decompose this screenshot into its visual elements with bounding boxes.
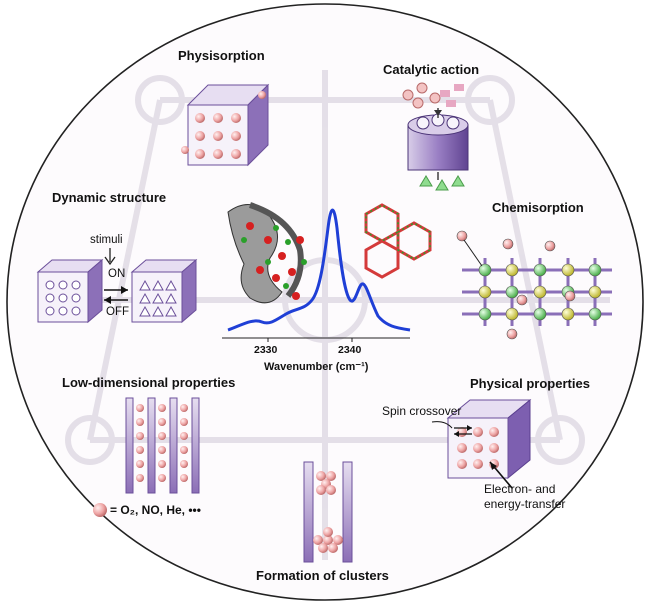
molecule-illustration: [227, 202, 432, 304]
physical-properties-cube-icon: [431, 398, 532, 489]
cluster-channel-icon: [303, 461, 353, 563]
spectrum-xlabel: Wavenumber (cm⁻¹): [264, 361, 369, 373]
chemisorption-label: Chemisorption: [492, 200, 584, 215]
catalytic-label: Catalytic action: [383, 62, 480, 77]
physisorption-cube-icon: [181, 83, 270, 167]
dynamic-structure-label: Dynamic structure: [52, 190, 167, 205]
electron-transfer-label-2: energy-transfer: [484, 497, 566, 511]
off-label: OFF: [106, 306, 129, 318]
catalyst-hexagon-icon: [402, 82, 469, 191]
physical-properties-label: Physical properties: [470, 376, 590, 391]
low-dimensional-label: Low-dimensional properties: [62, 375, 236, 390]
stimuli-label: stimuli: [90, 234, 123, 246]
on-label: ON: [108, 268, 126, 280]
electron-transfer-label-1: Electron- and: [484, 482, 556, 496]
dynamic-cubes-icon: [36, 248, 198, 324]
physisorption-label: Physisorption: [178, 48, 265, 63]
formation-clusters-label: Formation of clusters: [256, 568, 389, 583]
spin-crossover-label: Spin crossover: [382, 404, 462, 418]
spectrum-tick-label-2330: 2330: [254, 344, 278, 356]
low-dimensional-channels-icon: [125, 397, 200, 494]
spectrum-tick-label-2340: 2340: [338, 344, 362, 356]
legend-sphere-icon: [93, 503, 107, 517]
spectrum-curve: [227, 208, 411, 332]
legend-text: = O₂, NO, He, •••: [110, 503, 201, 517]
chemisorption-nodes: [456, 230, 602, 340]
framework-background: [40, 70, 610, 560]
spectrum-plot: [222, 208, 411, 342]
